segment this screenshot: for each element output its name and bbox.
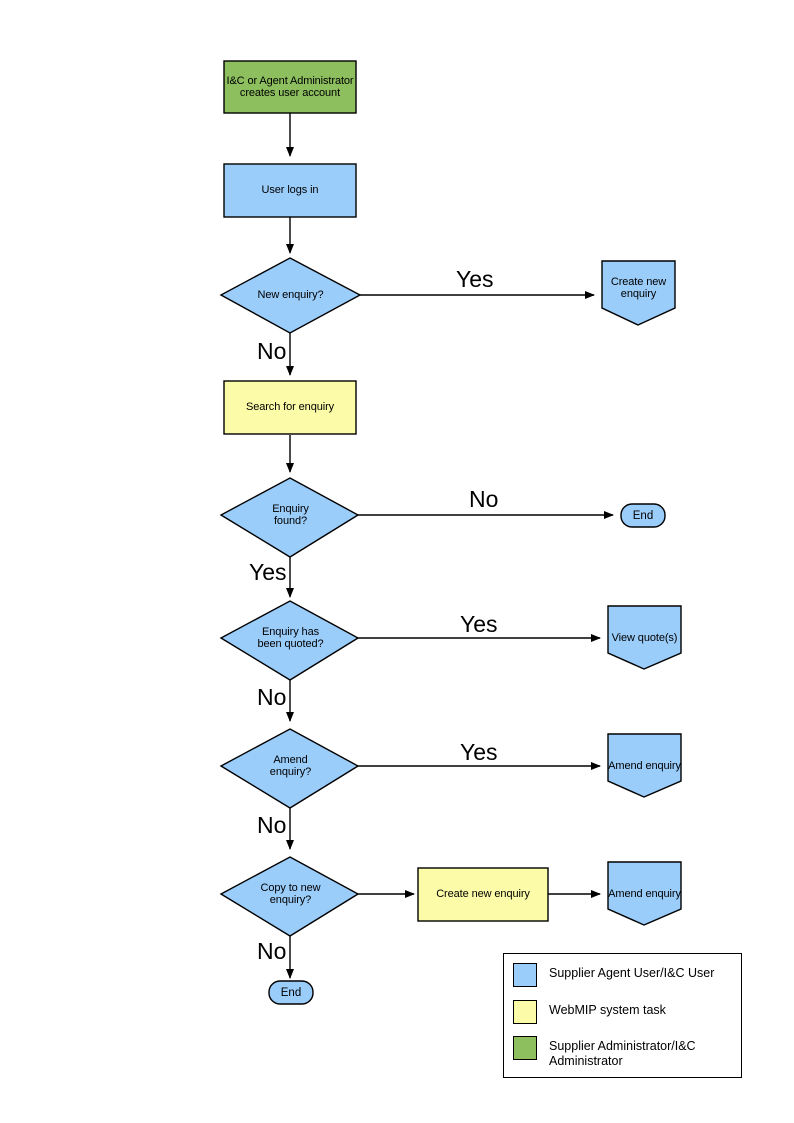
edge-label-no-copy-to-new-enquiry: No <box>257 938 287 964</box>
edge-label-yes-amend-enquiry: Yes <box>460 739 498 765</box>
legend-swatch-user-blue <box>513 963 537 987</box>
legend-label-webmip-system-task: WebMIP system task <box>549 1003 666 1017</box>
node-end-terminator-bottom[interactable] <box>268 980 314 1005</box>
edge-label-yes-enquiry-quoted: Yes <box>460 611 498 637</box>
node-end-terminator-right[interactable] <box>620 503 666 528</box>
edge-label-yes-new-enquiry: Yes <box>456 266 494 292</box>
node-new-enquiry-decision[interactable] <box>219 257 362 334</box>
edge-label-no-enquiry-found: No <box>469 486 499 512</box>
edge-label-no-enquiry-quoted: No <box>257 684 287 710</box>
node-label-end-terminator-right: End <box>632 509 654 522</box>
node-create-new-enquiry-manual[interactable] <box>601 260 676 326</box>
node-amend-enquiry-manual-bottom[interactable] <box>607 861 682 926</box>
legend-label-supplier-administrator: Supplier Administrator/I&C Administrator <box>549 1039 696 1068</box>
node-admin-creates-account[interactable] <box>223 60 357 114</box>
node-amend-enquiry-manual[interactable] <box>607 733 682 798</box>
node-copy-to-new-enquiry-decision[interactable] <box>219 856 360 937</box>
legend-item-webmip-system-task: WebMIP system task <box>513 1000 733 1024</box>
edge-label-no-new-enquiry: No <box>257 338 287 364</box>
node-search-for-enquiry[interactable] <box>223 380 357 435</box>
legend-label-supplier-agent-user: Supplier Agent User/I&C User <box>549 966 715 980</box>
node-user-logs-in[interactable] <box>223 163 357 218</box>
node-enquiry-quoted-decision[interactable] <box>219 600 360 681</box>
node-label-end-terminator-bottom: End <box>280 986 302 999</box>
legend-item-supplier-administrator: Supplier Administrator/I&C Administrator <box>513 1036 733 1068</box>
connectors <box>286 113 614 979</box>
node-create-new-enquiry-task[interactable] <box>417 867 549 922</box>
legend-swatch-system-yellow <box>513 1000 537 1024</box>
node-view-quotes-manual[interactable] <box>607 605 682 670</box>
node-amend-enquiry-decision[interactable] <box>219 728 360 809</box>
edge-label-yes-enquiry-found: Yes <box>249 559 287 585</box>
node-enquiry-found-decision[interactable] <box>219 477 360 558</box>
legend-swatch-admin-green <box>513 1036 537 1060</box>
legend-item-supplier-agent-user: Supplier Agent User/I&C User <box>513 963 733 987</box>
legend <box>503 953 742 1078</box>
edge-label-no-amend-enquiry: No <box>257 812 287 838</box>
